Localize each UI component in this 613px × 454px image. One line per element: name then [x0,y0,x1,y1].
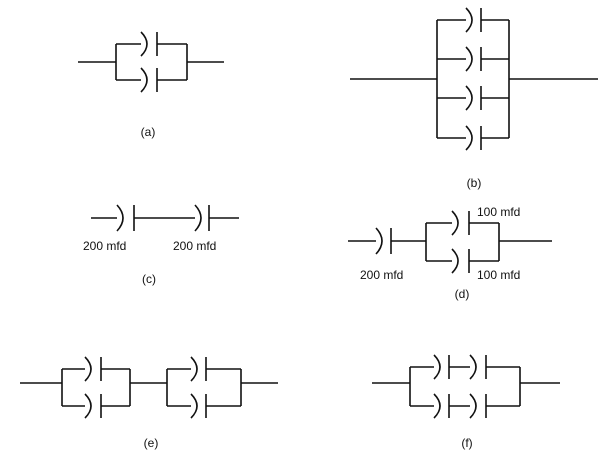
capacitor-d-series [375,227,392,255]
capacitor-b1 [465,7,482,33]
label-d-lower: 100 mfd [477,268,520,282]
circuit-d: 100 mfd 200 mfd 100 mfd (d) [348,205,552,301]
caption-a: (a) [141,125,156,139]
label-d-upper: 100 mfd [477,205,520,219]
capacitor-c1 [116,204,135,232]
circuit-e-wires [20,368,278,407]
circuit-a: (a) [78,31,224,139]
capacitor-e3 [190,356,207,382]
capacitor-a1 [140,31,158,57]
circuit-f: (f) [372,354,560,450]
label-c-cap1: 200 mfd [83,239,126,253]
label-d-series: 200 mfd [360,268,403,282]
capacitor-f1 [433,354,450,380]
caption-f: (f) [461,436,472,450]
capacitor-b2 [465,46,482,72]
circuit-c: 200 mfd 200 mfd (c) [83,204,239,286]
circuit-f-wires [372,366,560,407]
circuit-d-wires [348,222,552,262]
capacitor-e4 [190,393,207,419]
circuit-e: (e) [20,356,278,450]
label-c-cap2: 200 mfd [173,239,216,253]
circuit-b: (b) [350,7,598,190]
capacitor-f4 [469,393,487,419]
circuit-a-wires [78,43,224,81]
capacitor-c2 [194,204,210,232]
capacitor-f3 [433,393,450,419]
caption-c: (c) [142,272,156,286]
caption-e: (e) [144,436,159,450]
capacitor-a2 [140,67,158,93]
caption-d: (d) [455,287,470,301]
capacitor-d-upper [451,210,470,236]
capacitor-b4 [465,125,482,151]
capacitor-e1 [84,356,102,382]
capacitor-b3 [465,85,482,111]
circuit-b-wires [350,19,598,139]
capacitor-f2 [469,354,487,380]
capacitor-e2 [84,393,102,419]
caption-b: (b) [467,176,482,190]
capacitor-d-lower [451,248,470,274]
